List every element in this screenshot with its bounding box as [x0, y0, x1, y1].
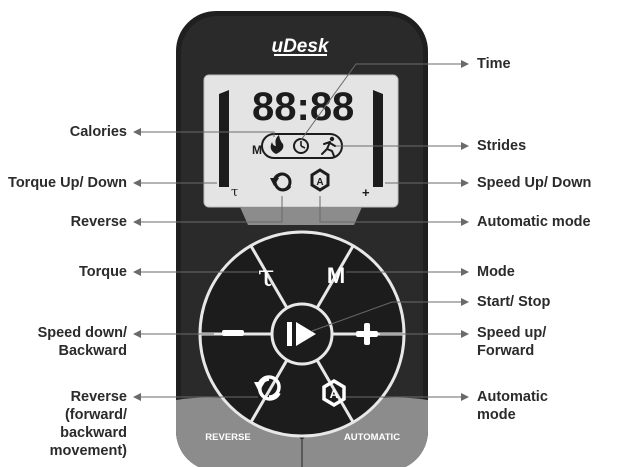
mode-button[interactable]: M	[327, 263, 345, 288]
callout-reverse-movement: Reverse (forward/ backward movement)	[49, 389, 127, 459]
callout-torque-up-down: Torque Up/ Down	[8, 175, 127, 191]
runner-icon	[321, 136, 336, 157]
reverse-button[interactable]	[254, 375, 281, 401]
callout-mode: Mode	[477, 264, 515, 280]
svg-text:A: A	[330, 387, 339, 401]
callout-reverse: Reverse	[70, 214, 127, 230]
callout-strides: Strides	[477, 138, 527, 154]
screen-ledge	[240, 207, 362, 225]
base-label-automatic: AUTOMATIC	[344, 432, 400, 443]
callout-automatic-mode: Automatic mode	[477, 214, 591, 230]
clock-icon	[293, 138, 309, 154]
lcd-reverse-icon	[270, 172, 292, 192]
svg-text:τ: τ	[258, 259, 275, 294]
callout-automatic-mode-button: Automatic mode	[477, 389, 548, 423]
callout-torque: Torque	[78, 264, 127, 280]
svg-text:A: A	[316, 177, 323, 188]
brand-text: uDesk	[271, 36, 329, 57]
plus-icon	[356, 323, 378, 345]
udesk-logo: uDesk	[271, 36, 329, 57]
start-stop-button[interactable]	[287, 322, 316, 346]
callout-speed-down-backward: Speed down/ Backward	[37, 325, 127, 359]
speed-up-button[interactable]	[356, 323, 378, 345]
callout-speed-up-forward: Speed up/ Forward	[477, 325, 547, 359]
lcd-mode-letter: M	[252, 143, 262, 157]
callout-speed-up-down: Speed Up/ Down	[477, 175, 592, 191]
callout-lines	[133, 60, 469, 401]
torque-button[interactable]: τ	[258, 259, 275, 294]
callout-calories: Calories	[69, 124, 127, 140]
flame-icon	[270, 135, 284, 154]
automatic-button[interactable]: A	[322, 378, 346, 408]
lcd-screen: 88:88 M τ + A	[203, 74, 399, 208]
reverse-arrows-icon	[254, 375, 281, 401]
speed-level-bar	[373, 90, 383, 187]
automatic-gear-icon: A	[322, 378, 346, 408]
lcd-digits: 88:88	[252, 85, 354, 129]
svg-text:M: M	[327, 263, 345, 288]
base-label-reverse: REVERSE	[205, 432, 250, 443]
callout-time: Time	[477, 56, 511, 72]
lcd-plus-symbol: +	[362, 185, 370, 200]
minus-icon	[222, 330, 244, 336]
lcd-torque-symbol: τ	[231, 185, 238, 200]
callout-start-stop: Start/ Stop	[477, 294, 551, 310]
lcd-automatic-icon: A	[310, 168, 330, 192]
play-pause-icon	[287, 322, 316, 346]
speed-down-button[interactable]	[222, 330, 244, 336]
torque-level-bar	[219, 90, 229, 187]
